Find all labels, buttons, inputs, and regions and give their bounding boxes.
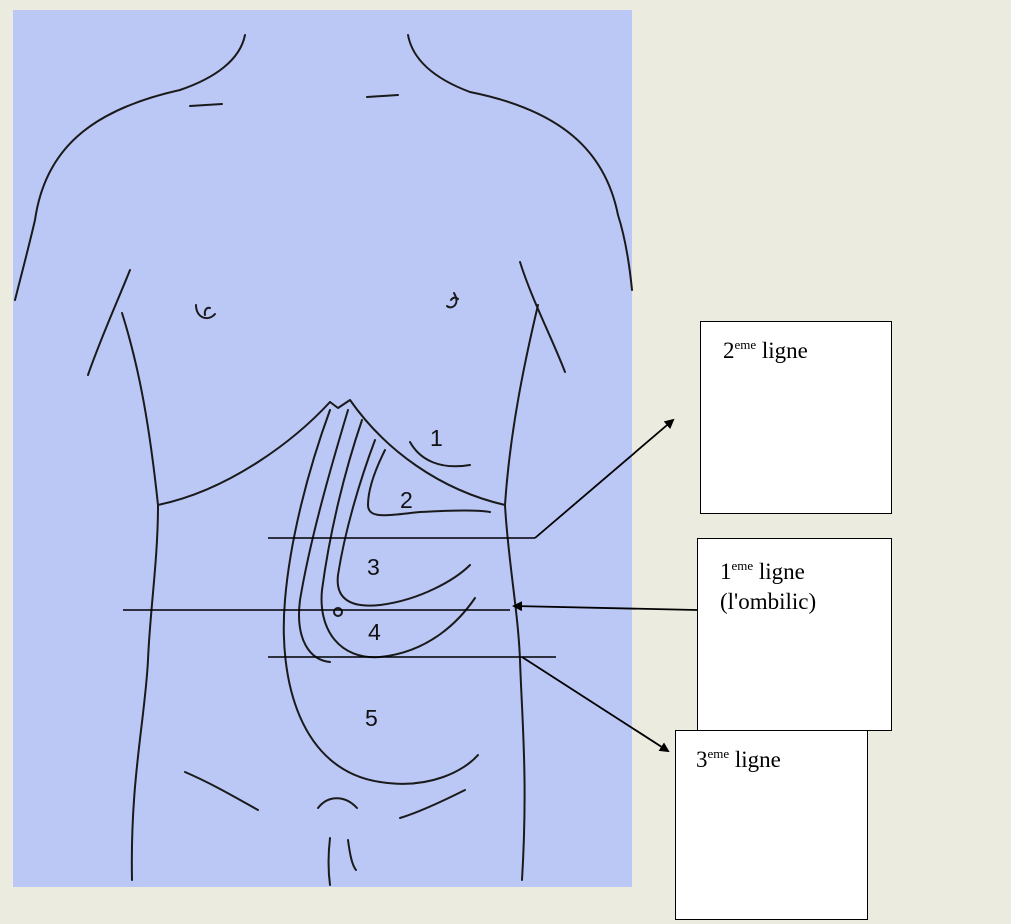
- third-line-text: ligne: [729, 747, 781, 772]
- first-line-text: ligne: [753, 559, 805, 584]
- second-line-label-box: 2eme ligne: [700, 321, 892, 514]
- zone-number: 5: [365, 705, 378, 731]
- second-line-text: ligne: [756, 338, 808, 363]
- first-line-number: 1: [720, 559, 732, 584]
- third-line-number: 3: [696, 747, 708, 772]
- zone-number: 2: [400, 487, 413, 513]
- figure-panel: [13, 10, 632, 887]
- zone-number: 4: [368, 619, 381, 645]
- first-line-superscript: eme: [732, 558, 754, 573]
- first-line-note: (l'ombilic): [720, 589, 816, 614]
- third-line-superscript: eme: [708, 746, 730, 761]
- zone-number: 3: [367, 554, 380, 580]
- second-line-number: 2: [723, 338, 735, 363]
- zone-number: 1: [430, 425, 443, 451]
- first-line-label-box: 1eme ligne (l'ombilic): [697, 538, 892, 731]
- third-line-label-box: 3eme ligne: [675, 730, 868, 920]
- second-line-superscript: eme: [735, 337, 757, 352]
